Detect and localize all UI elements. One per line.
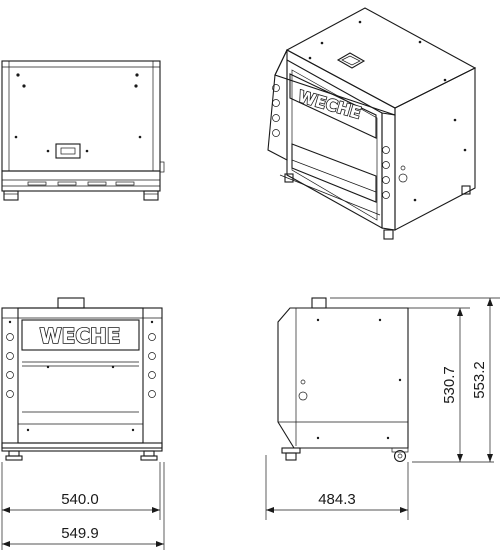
dim-height-total: 553.2 (471, 361, 488, 399)
side-view (277, 297, 409, 463)
logo-front: WECHE (40, 324, 121, 348)
dimension-lines: 540.0 549.9 484.3 530.7 553.2 (1, 297, 500, 550)
dim-width-inner: 540.0 (61, 491, 99, 508)
dim-depth: 484.3 (318, 491, 356, 508)
dim-width-outer: 549.9 (61, 525, 99, 542)
isometric-view: WECHE (267, 7, 477, 240)
logo-iso: WECHE (296, 87, 363, 123)
front-view: WECHE (1, 297, 163, 461)
dim-height-body: 530.7 (441, 366, 458, 404)
top-view (1, 60, 165, 201)
